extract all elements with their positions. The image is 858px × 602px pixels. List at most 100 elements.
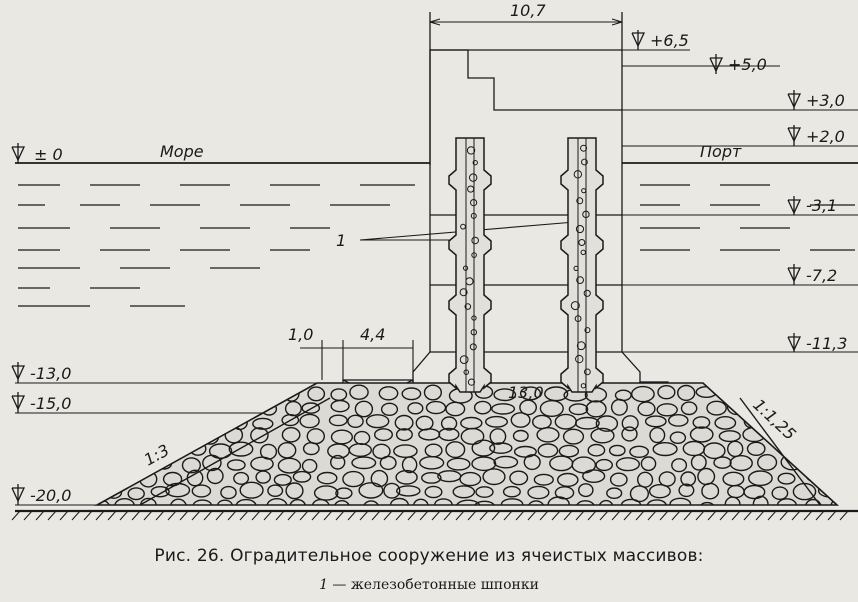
rubble-stone	[333, 500, 351, 505]
rc-key-aggregate	[570, 301, 580, 311]
rubble-stone	[252, 417, 274, 430]
rubble-stone	[519, 399, 537, 416]
ground-hatch-mark	[203, 510, 213, 521]
rubble-stone	[281, 414, 300, 427]
rc-key-aggregate	[470, 199, 478, 207]
rubble-stone	[629, 445, 649, 458]
rubble-stone	[587, 443, 606, 457]
rubble-stone	[395, 485, 421, 497]
rubble-stone	[118, 441, 141, 458]
rc-key-aggregate	[576, 276, 585, 285]
rc-key-body	[560, 137, 604, 393]
ground-hatch-mark	[707, 510, 717, 521]
ground-hatch-mark	[311, 510, 321, 521]
rubble-stone	[640, 456, 657, 472]
rubble-stone	[473, 500, 496, 505]
rubble-stone	[585, 400, 607, 418]
rubble-stone	[527, 500, 545, 505]
rubble-stone	[347, 414, 364, 428]
ground-hatch-mark	[563, 510, 573, 521]
rubble-stone	[631, 385, 655, 403]
rc-key-aggregate	[467, 378, 476, 386]
rubble-stone	[209, 388, 227, 403]
rubble-stone	[493, 388, 517, 402]
rc-key-aggregate	[471, 315, 477, 321]
rubble-stone	[117, 468, 141, 485]
ground-hatch-mark	[359, 510, 369, 521]
elevation-label: +5,0	[728, 55, 767, 74]
ground-hatch-mark	[671, 510, 681, 521]
rc-key-aggregate	[463, 369, 470, 375]
rubble-mound	[93, 382, 840, 506]
rubble-stone	[349, 384, 369, 400]
ground-hatch-mark	[107, 510, 117, 521]
rubble-stone	[137, 389, 160, 401]
rc-key-aggregate	[574, 315, 582, 323]
rubble-stone	[191, 484, 212, 498]
rc-key-aggregate	[472, 159, 478, 166]
rubble-stone	[652, 442, 678, 457]
rubble-stone	[233, 471, 250, 485]
rc-key-aggregate	[465, 277, 474, 286]
ground-hatch-mark	[491, 510, 501, 521]
rc-key-aggregate	[462, 265, 469, 271]
rubble-stone	[114, 416, 135, 429]
rubble-stone	[510, 412, 531, 428]
rubble-stone	[746, 441, 766, 456]
rc-key-aggregate	[578, 238, 586, 246]
key-callout-number: 1	[336, 231, 346, 250]
elevation-label: -3,1	[806, 196, 837, 215]
rubble-stone	[351, 456, 377, 470]
rubble-stone	[412, 498, 429, 505]
legend-number: 1	[319, 577, 328, 593]
rubble-stone	[771, 486, 789, 501]
rubble-stone	[151, 427, 171, 442]
elevation-label: -13,0	[30, 364, 71, 383]
rubble-stone	[575, 416, 600, 430]
rc-key-aggregate	[459, 288, 468, 297]
rubble-stone	[706, 400, 727, 416]
rc-key-aggregate	[464, 303, 472, 310]
rubble-stone	[434, 498, 453, 505]
rubble-stone	[234, 384, 253, 402]
rubble-stone	[582, 469, 606, 483]
ground-hatch-mark	[131, 510, 141, 521]
rubble-stone	[153, 413, 173, 429]
seabed-ground	[11, 509, 858, 521]
ground-hatch-mark	[467, 510, 477, 521]
rubble-stone	[311, 498, 330, 505]
rubble-stone	[226, 459, 246, 471]
elevation-label: +2,0	[806, 127, 845, 146]
rubble-stone	[235, 498, 257, 505]
rubble-stone	[724, 496, 741, 505]
rubble-stone	[595, 415, 619, 432]
rubble-stone	[832, 469, 837, 486]
elevation-label: -11,3	[806, 334, 847, 353]
rubble-stone	[395, 469, 418, 485]
rc-key-aggregate	[581, 188, 587, 194]
rubble-stone	[301, 458, 318, 474]
rubble-stone	[239, 481, 264, 499]
rubble-stone	[335, 487, 353, 500]
rc-key-aggregate	[573, 170, 583, 179]
rubble-stone	[389, 497, 409, 505]
rubble-stone	[330, 454, 346, 470]
rubble-stone	[420, 471, 442, 484]
rubble-stone	[192, 499, 213, 505]
rubble-stone	[255, 388, 275, 401]
rubble-stone	[205, 398, 231, 414]
figure-caption: Рис. 26. Оградительное сооружение из яче…	[154, 546, 704, 566]
ground-hatch-mark	[635, 510, 645, 521]
rubble-stone	[703, 442, 726, 460]
rubble-stone	[316, 471, 338, 485]
rubble-stone	[793, 442, 816, 458]
rubble-stone	[459, 471, 482, 487]
ground-hatch-mark	[443, 510, 453, 521]
rubble-stone	[181, 457, 201, 474]
ground-hatch-mark	[395, 510, 405, 521]
ground-hatch-mark	[419, 510, 429, 521]
rubble-stone	[358, 482, 384, 499]
rubble-stone	[752, 495, 769, 505]
ground-hatch-mark	[335, 510, 345, 521]
